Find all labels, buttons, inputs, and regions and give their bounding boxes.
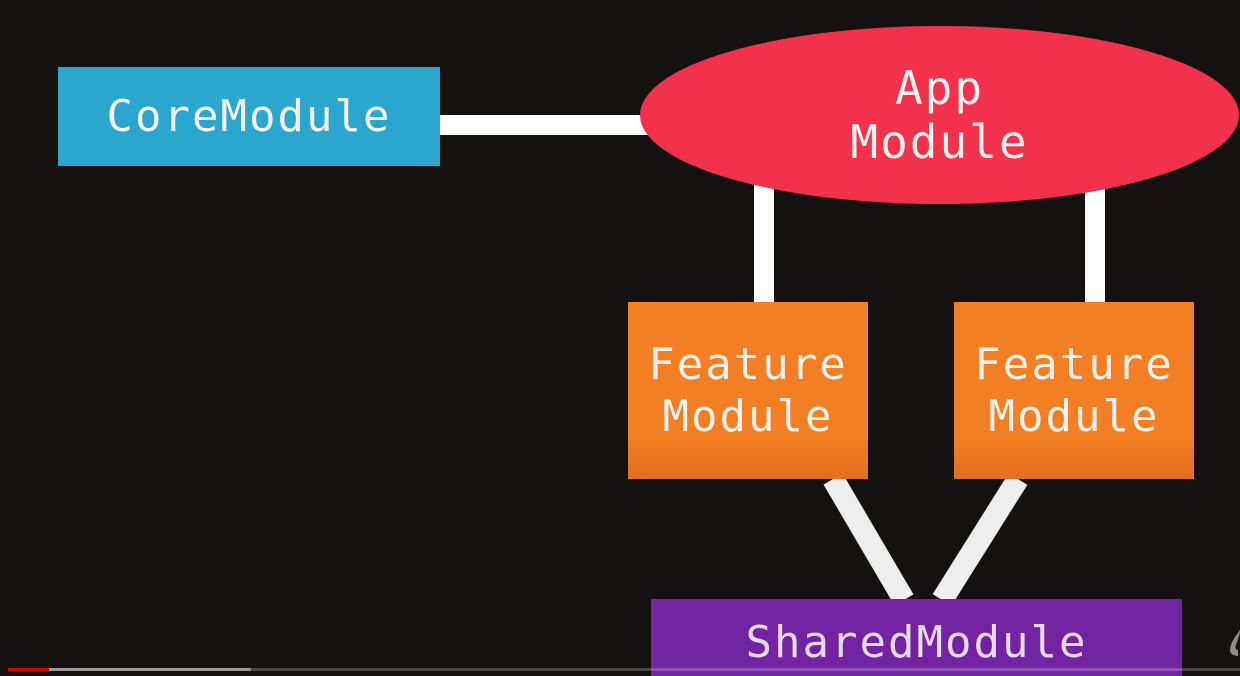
feature-module-node-2: Feature Module [954,302,1194,479]
app-module-node: App Module [640,26,1239,204]
edge-feature-1-shared [823,473,914,606]
core-module-label: CoreModule [106,90,392,142]
edge-feature-2-shared [932,473,1028,606]
core-module-node: CoreModule [58,67,440,166]
video-progress-bar[interactable] [8,668,1240,671]
channel-watermark-icon [1230,630,1240,656]
shared-module-label: SharedModule [745,617,1088,668]
app-module-label: App Module [850,60,1029,169]
feature-module-label-1: Feature Module [648,338,848,442]
feature-module-node-1: Feature Module [628,302,868,479]
video-buffered-bar [8,668,251,671]
video-played-bar[interactable] [8,668,49,671]
feature-module-label-2: Feature Module [974,338,1174,442]
shared-module-node: SharedModule [651,599,1182,676]
